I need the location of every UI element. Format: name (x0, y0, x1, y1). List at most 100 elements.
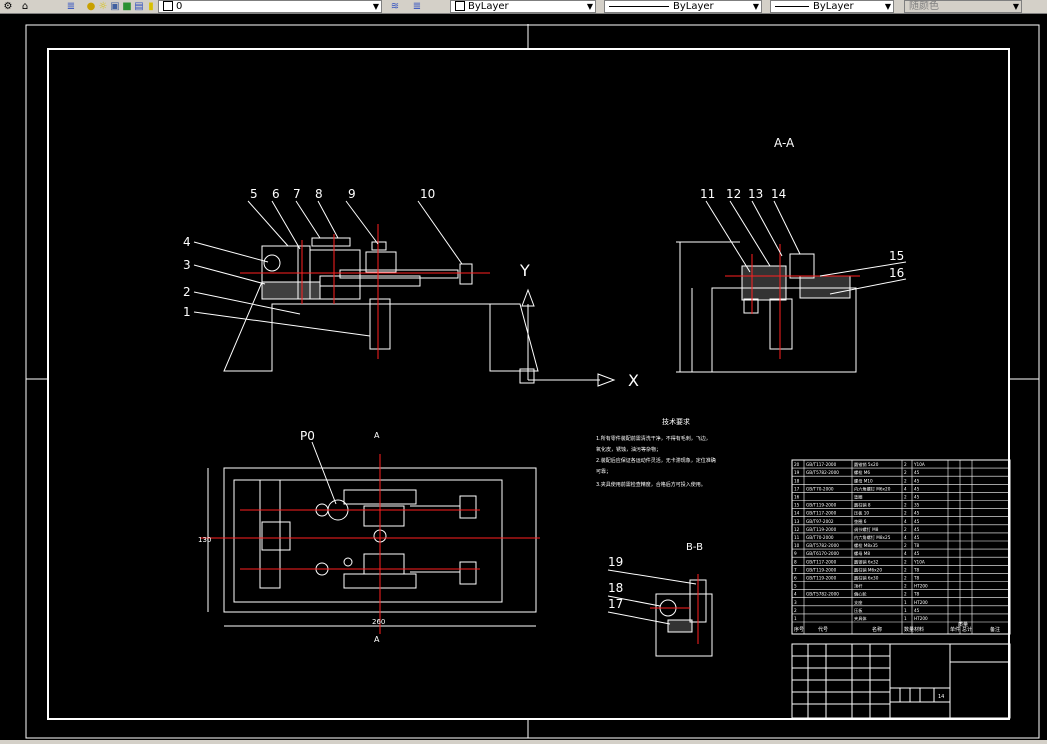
tech-req-line-1: 1.所有零件装配前需清洗干净，不得有毛刺，飞边， (596, 435, 711, 442)
bom-cell: 45 (914, 486, 920, 491)
section-aa-view (676, 241, 857, 373)
plan-view (207, 467, 537, 627)
bom-cell: 45 (914, 470, 920, 475)
cad-drawing[interactable]: Y X 1 2 3 4 5 6 7 8 9 10 A-A (0, 14, 1047, 740)
bom-cell: GB/T117-2000 (806, 559, 837, 564)
front-view (223, 237, 539, 384)
plan-width-dimension: 260 (372, 618, 385, 626)
color-value: ByLayer (468, 1, 509, 12)
chevron-down-icon: ▼ (752, 2, 759, 11)
linetype-dropdown[interactable]: ByLayer ▼ (604, 0, 762, 13)
bom-cell: 45 (914, 608, 920, 613)
bom-cell: 18 (794, 478, 800, 483)
section-bb-callouts: 19 18 17 (608, 555, 623, 611)
bom-cell: 1 (794, 616, 797, 621)
lightbulb-icon[interactable]: ● (86, 1, 96, 12)
bom-cell: 2 (904, 543, 907, 548)
chevron-down-icon: ▼ (586, 2, 593, 11)
section-aa-title: A-A (774, 136, 795, 150)
bom-cell: 螺栓 M8x35 (854, 542, 878, 549)
section-aa-callouts: 11 12 13 14 15 16 (700, 187, 904, 280)
bom-cell: 10 (794, 543, 800, 548)
callout-3: 3 (183, 258, 191, 272)
chevron-down-icon: ▼ (1012, 2, 1019, 11)
bom-cell: 垫圈 6 (854, 518, 867, 525)
bom-cell: 45 (914, 535, 920, 540)
bom-header-cell: 材料 (914, 626, 924, 633)
tech-req-line-5: 3.夹具使用前需检查精度，合格后方可投入使用。 (596, 481, 706, 488)
callout-1: 1 (183, 305, 191, 319)
bom-cell: 2 (904, 462, 907, 467)
bom-cell: GB/T5782-2000 (806, 592, 839, 597)
bom-cell: 垫圈 (854, 494, 862, 501)
bom-cell: GB/T117-2000 (806, 511, 837, 516)
make-current-layer-icon[interactable]: ≋ (390, 1, 400, 12)
sun-icon[interactable]: ☼ (98, 1, 108, 12)
bom-cell: 5 (794, 584, 797, 589)
bom-cell: 2 (904, 495, 907, 500)
bom-cell: GB/T70-2000 (806, 535, 834, 540)
front-callout-labels: 1 2 3 4 5 6 7 8 9 10 (183, 187, 435, 319)
bom-cell: 2 (904, 584, 907, 589)
color-dropdown[interactable]: ByLayer ▼ (450, 0, 596, 13)
layer-color-icon[interactable]: ■ (122, 1, 132, 12)
linetype-preview (609, 5, 669, 7)
chevron-down-icon: ▼ (884, 2, 891, 11)
callout-16: 16 (889, 266, 904, 280)
bom-cell: 螺母 M10 (854, 477, 873, 484)
bom-header-cell: 序号 (794, 626, 804, 633)
bom-cell: 11 (794, 535, 800, 540)
bom-header-mass: 质量 (958, 621, 968, 628)
callout-15: 15 (889, 249, 904, 263)
bom-cell: 内六角螺钉 M6x20 (854, 485, 891, 492)
color-swatch (455, 1, 465, 11)
lineweight-value: ByLayer (813, 1, 854, 12)
plan-view-centerlines (200, 454, 540, 634)
front-callout-leaders (193, 200, 463, 337)
freeze-icon[interactable]: ▮ (148, 1, 154, 12)
plotstyle-dropdown: 随颜色 ▼ (904, 0, 1022, 13)
ucs-icon (521, 288, 616, 387)
layer-dropdown[interactable]: 0 ▼ (158, 0, 382, 13)
bom-cell: 45 (914, 527, 920, 532)
bom-header-cell: 总计 (962, 626, 972, 633)
bom-cell: 9 (794, 551, 797, 556)
bom-cell: 45 (914, 551, 920, 556)
bom-cell: 内六角螺钉 M8x25 (854, 534, 891, 541)
bom-cell: T8 (913, 567, 920, 572)
layer-manager-icon[interactable]: ≣ (66, 1, 76, 12)
tech-req-text: 1.所有零件装配前需清洗干净，不得有毛刺，飞边， 氧化皮，锈蚀，油污等杂物； 2… (596, 435, 716, 488)
linetype-value: ByLayer (673, 1, 714, 12)
axis-y-label: Y (519, 261, 530, 280)
home-icon[interactable]: ⌂ (21, 1, 29, 12)
layer-previous-icon[interactable]: ≣ (412, 1, 422, 12)
print-icon[interactable]: ▤ (134, 1, 144, 12)
lineweight-dropdown[interactable]: ByLayer ▼ (770, 0, 894, 13)
lineweight-preview (775, 5, 809, 7)
bom-cell: 2 (794, 608, 797, 613)
bom-cell: T8 (913, 592, 920, 597)
bom-cell: 15 (794, 503, 800, 508)
sheet-outer-border (25, 24, 1040, 739)
bom-header-cell: 单件 (950, 626, 960, 633)
bom-cell: 2 (904, 592, 907, 597)
bom-cell: 45 (914, 495, 920, 500)
lock-icon[interactable]: ▣ (110, 1, 120, 12)
bom-cell: 圆柱销 6x30 (854, 575, 879, 582)
section-bb-centerlines (650, 574, 699, 644)
callout-6: 6 (272, 187, 280, 201)
bom-cell: 顶杆 (854, 583, 863, 590)
bom-cell: GB/T119-2000 (806, 527, 837, 532)
bom-cell: GB/T97-2002 (806, 519, 834, 524)
bom-cell: 35 (914, 503, 920, 508)
section-bb-leaders (607, 569, 697, 625)
bom-cell: 14 (794, 511, 800, 516)
settings-gear-icon[interactable]: ⚙ (3, 1, 13, 12)
callout-10: 10 (420, 187, 435, 201)
bom-cell: 2 (904, 478, 907, 483)
tech-req-title: 技术要求 (662, 417, 690, 426)
axis-x-label: X (628, 371, 639, 390)
bom-cell: 7 (794, 567, 797, 572)
bom-cell: HT200 (914, 616, 928, 621)
drawing-canvas[interactable]: Y X 1 2 3 4 5 6 7 8 9 10 A-A (0, 14, 1047, 740)
